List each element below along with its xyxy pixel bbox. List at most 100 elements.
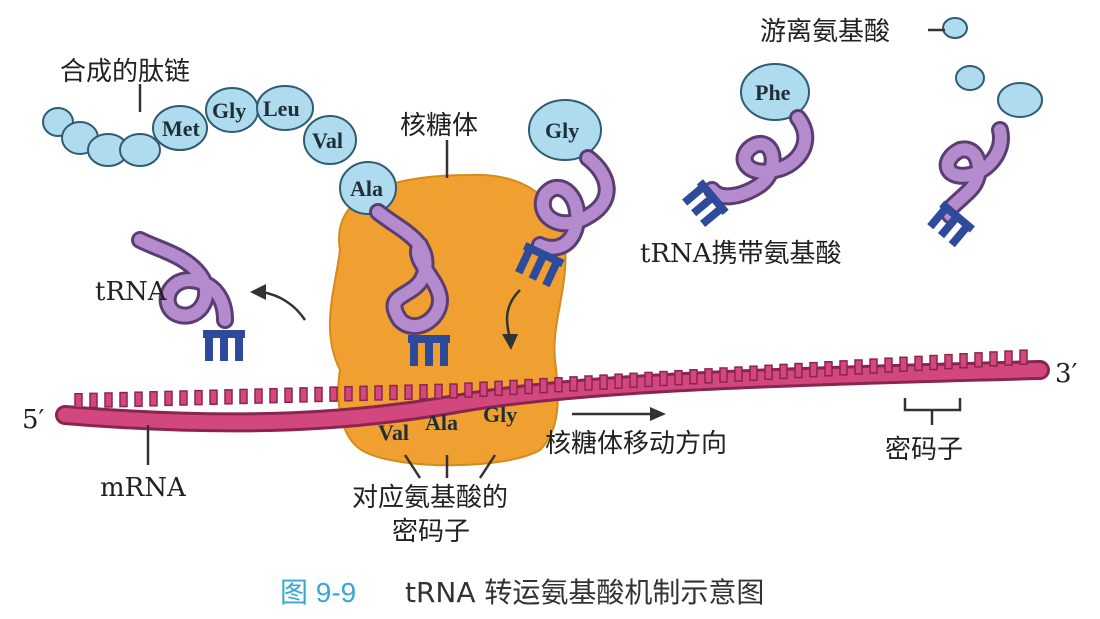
trna-bound-peptide [369, 203, 450, 366]
mrna-codon-teeth [74, 349, 1028, 409]
mrna-tooth [359, 385, 368, 402]
mrna-tooth [854, 359, 863, 375]
mrna-tooth [104, 392, 113, 408]
amino-leu: Leu [263, 96, 300, 121]
codon-bracket [903, 398, 962, 425]
mrna-tooth [524, 378, 533, 395]
mrna-tooth [314, 386, 323, 403]
codon-label-ala: Ala [425, 410, 458, 435]
bead-gly-incoming [528, 99, 602, 161]
trna-free-right [927, 121, 1010, 248]
mrna-tooth [869, 358, 878, 374]
mrna-tooth [389, 384, 398, 401]
mrna-strand [55, 349, 1050, 433]
codon-label-gly: Gly [483, 402, 517, 427]
mrna-tooth [704, 368, 713, 384]
mrna-tooth [149, 391, 158, 407]
mrna-tooth [914, 355, 923, 372]
mrna-tooth [569, 376, 578, 392]
mrna-tooth [164, 390, 173, 407]
codon-leader-val [403, 454, 422, 479]
mrna-tooth [599, 374, 608, 390]
amino-gly-incoming: Gly [545, 118, 579, 143]
direction-arrow-head [650, 407, 666, 421]
label-codon: 密码子 [885, 435, 963, 465]
mrna-tooth [224, 389, 233, 405]
mrna-tooth [89, 392, 98, 409]
mrna-tooth [449, 383, 458, 399]
bead-met [152, 105, 208, 151]
mrna-tooth [629, 372, 638, 389]
mrna-tooth [254, 388, 263, 404]
mrna-tooth [1019, 349, 1028, 365]
mrna-tooth [194, 389, 203, 406]
mrna-tooth [284, 387, 293, 404]
mrna-tooth [764, 364, 773, 381]
mrna-tooth [884, 357, 893, 373]
amino-ala: Ala [350, 176, 383, 201]
label-ribosome: 核糖体 [400, 111, 478, 141]
trna-leaving [131, 231, 245, 361]
mrna-tooth [929, 354, 938, 371]
free-amino-acids [942, 17, 1043, 118]
bead-phe [740, 63, 810, 121]
trna-phe [682, 109, 815, 228]
mrna-tooth [659, 370, 668, 387]
mrna-tooth [644, 371, 653, 388]
mrna-tooth [554, 377, 563, 393]
mrna-tooth [944, 353, 953, 370]
mrna-tooth [1004, 350, 1013, 366]
figure-number: 图 9-9 [280, 577, 356, 608]
mrna-tooth [179, 390, 188, 406]
mrna-tooth [344, 385, 353, 402]
label-5-prime: 5′ [22, 405, 45, 435]
mrna-tooth [239, 388, 248, 405]
mrna-tooth [689, 369, 698, 385]
mrna-tooth [824, 361, 833, 377]
mrna-tooth [74, 392, 83, 409]
arrow-trna-leaving [261, 290, 307, 321]
label-mrna: mRNA [100, 473, 187, 503]
mrna-tooth [539, 377, 548, 394]
figure-title: tRNA 转运氨基酸机制示意图 [405, 576, 764, 609]
mrna-tooth [494, 380, 503, 397]
codon-label-val: Val [378, 420, 409, 445]
bead-ala [339, 161, 397, 215]
mrna-tooth [734, 366, 743, 382]
mrna-tooth [464, 382, 473, 398]
mrna-tooth [329, 386, 338, 402]
mrna-tooth [749, 365, 758, 381]
mrna-tooth [119, 391, 128, 408]
mrna-tooth [719, 367, 728, 383]
arrow-trna-entering [505, 289, 521, 339]
trna-incoming-gly [515, 149, 616, 288]
label-free-amino-acid: 游离氨基酸 [760, 17, 890, 47]
mrna-tooth [809, 361, 818, 378]
mrna-tooth [434, 383, 443, 400]
label-codons-line2: 密码子 [392, 517, 470, 547]
mrna-tooth [974, 352, 983, 368]
arrow-trna-leaving-head [250, 284, 266, 300]
mrna-tooth [509, 379, 518, 396]
polypeptide-chain [42, 85, 397, 215]
mrna-tooth [374, 385, 383, 401]
label-trna: tRNA [95, 277, 168, 307]
amino-gly: Gly [212, 98, 246, 123]
mrna-tooth [674, 369, 683, 386]
mrna-tooth [614, 373, 623, 389]
arrow-trna-entering-head [502, 334, 518, 350]
bead-val [303, 115, 357, 165]
mrna-tooth [779, 363, 788, 380]
amino-val: Val [312, 128, 343, 153]
label-trna-carrying: tRNA携带氨基酸 [640, 239, 842, 269]
label-peptide-chain: 合成的肽链 [60, 57, 190, 87]
mrna-tooth [899, 356, 908, 373]
bead-leu [256, 85, 314, 131]
mrna-tooth [959, 352, 968, 369]
label-codons-line1: 对应氨基酸的 [352, 483, 508, 513]
mrna-tooth [419, 384, 428, 400]
mrna-tooth [299, 387, 308, 403]
amino-met: Met [162, 116, 201, 141]
